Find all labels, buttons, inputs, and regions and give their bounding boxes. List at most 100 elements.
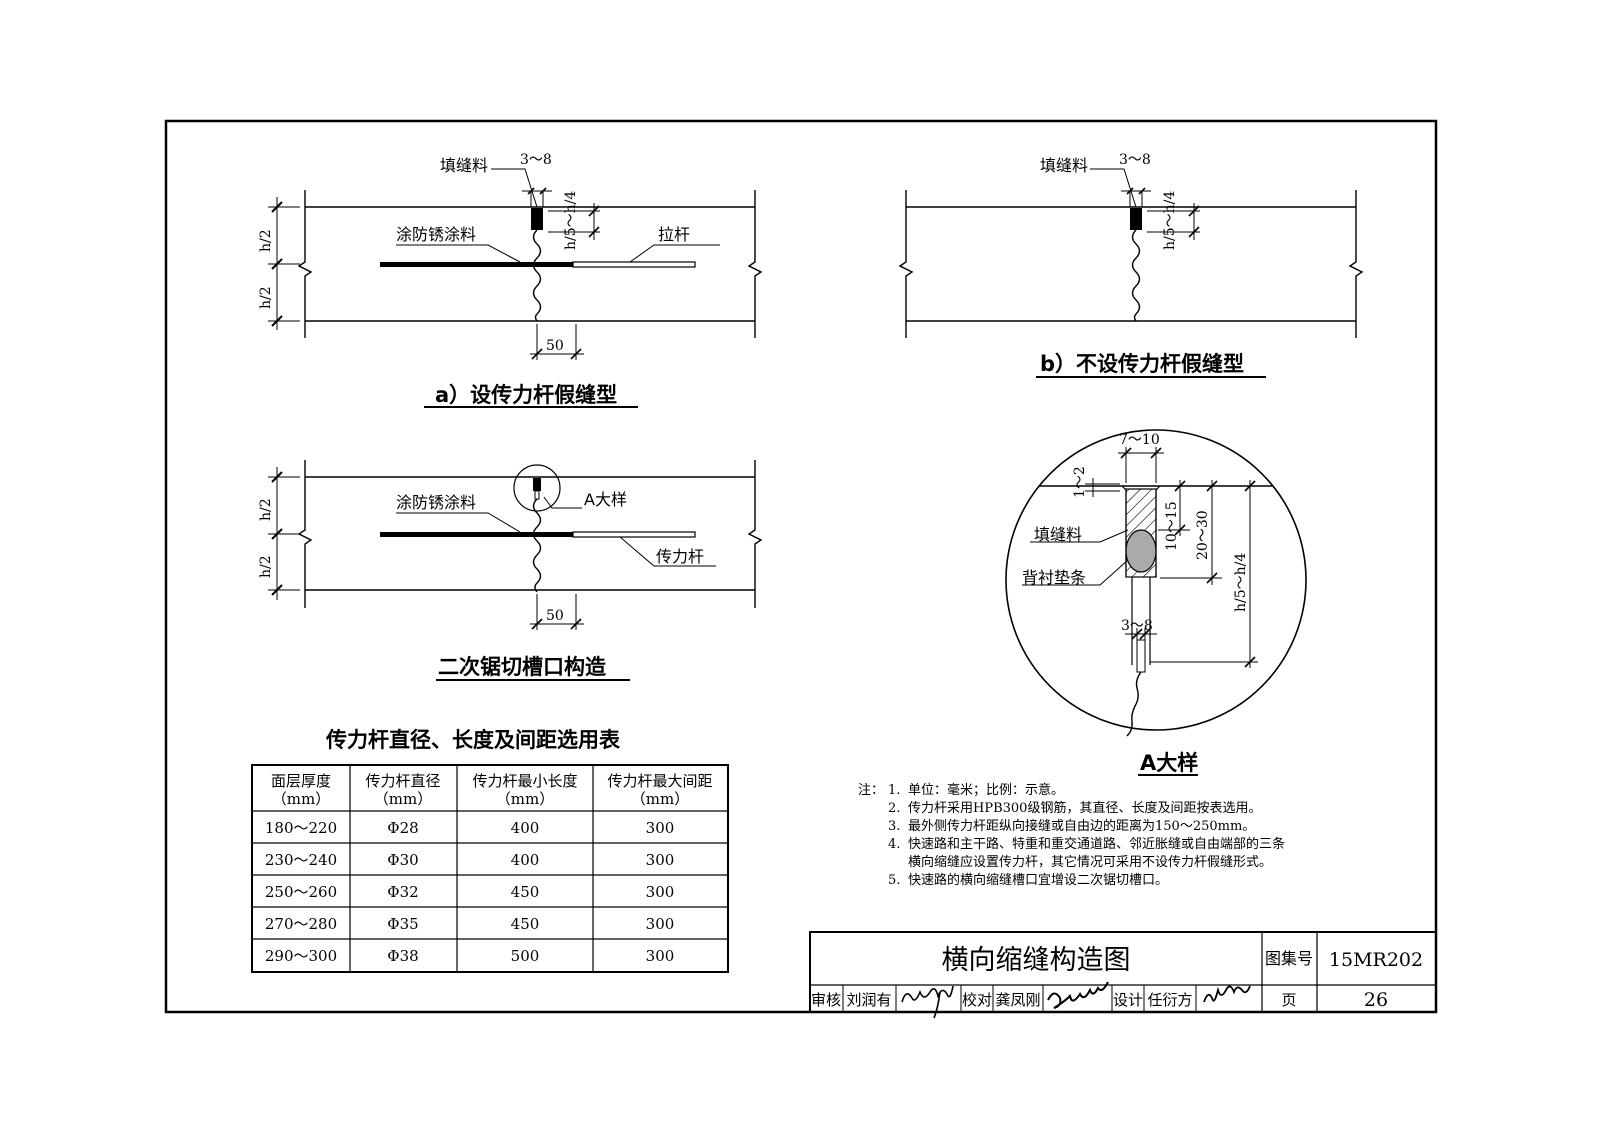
reviewer-signature bbox=[901, 985, 954, 1019]
drawing-a-labels: 填缝料 3～8 h/5～h/4 涂防锈涂料 拉杆 h/2 h/2 50 a）设传… bbox=[258, 152, 690, 407]
filler-label-a: 填缝料 bbox=[440, 156, 488, 175]
backer-label: 背衬垫条 bbox=[1022, 568, 1086, 587]
table-cell: 180～220 bbox=[265, 819, 337, 837]
half-top-label-c: h/2 bbox=[258, 498, 274, 521]
depth-label-a: h/5～h/4 bbox=[563, 191, 579, 250]
designer-signature bbox=[1203, 985, 1251, 1003]
filler-block-b bbox=[1130, 208, 1142, 230]
note-number: 4. bbox=[888, 837, 901, 852]
drawing-b bbox=[898, 168, 1364, 378]
caption-b: b）不设传力杆假缝型 bbox=[1040, 352, 1244, 376]
gap-label-b: 3～8 bbox=[1119, 152, 1151, 168]
table-cell: 400 bbox=[511, 819, 540, 837]
check-label: 校对 bbox=[962, 991, 992, 1009]
table-cell: 290～300 bbox=[265, 947, 337, 965]
th-thickness: 面层厚度 bbox=[271, 772, 331, 790]
drawing-b-labels: 填缝料 3～8 h/5～h/4 b）不设传力杆假缝型 bbox=[1040, 152, 1244, 376]
atlas-label: 图集号 bbox=[1265, 949, 1313, 968]
table-cell: 270～280 bbox=[265, 915, 337, 933]
dowel-bar-c bbox=[572, 531, 696, 538]
reviewer-name: 刘润有 bbox=[846, 991, 891, 1009]
note-item: 2. 传力杆采用HPB300级钢筋，其直径、长度及间距按表选用。 bbox=[858, 800, 1418, 818]
table-cell: 300 bbox=[646, 883, 675, 901]
notes-block: 注： 1. 单位：毫米；比例：示意。 2. 传力杆采用HPB300级钢筋，其直径… bbox=[858, 782, 1418, 890]
drawing-a bbox=[268, 168, 763, 408]
table-cell: 400 bbox=[511, 851, 540, 869]
th-diameter: 传力杆直径 bbox=[365, 772, 440, 790]
coated-bar-a bbox=[380, 262, 573, 267]
table-cell: 230～240 bbox=[265, 851, 337, 869]
filler-block-c bbox=[533, 478, 541, 491]
detail-ref-label: A大样 bbox=[584, 490, 627, 509]
coating-label-a: 涂防锈涂料 bbox=[396, 225, 476, 244]
checker-signature bbox=[1047, 981, 1109, 1009]
note-number: 5. bbox=[888, 873, 901, 888]
table-cell: 450 bbox=[511, 883, 540, 901]
table-cell: 500 bbox=[511, 947, 540, 965]
notes-lead: 注： bbox=[858, 783, 885, 798]
th-spacing: 传力杆最大间距 bbox=[607, 772, 712, 790]
caption-a: a）设传力杆假缝型 bbox=[435, 383, 617, 407]
dim-50-c: 50 bbox=[546, 608, 564, 624]
review-label: 审核 bbox=[811, 991, 841, 1009]
title-block: 横向缩缝构造图 图集号 15MR202 审核 刘润有 校对 龚凤刚 设计 任衍方… bbox=[809, 931, 1437, 1019]
drawing-c bbox=[268, 460, 763, 681]
detail-circle bbox=[1005, 429, 1307, 731]
note-number: 1. bbox=[888, 783, 901, 798]
note-text: 横向缩缝应设置传力杆，其它情况可采用不设传力杆假缝形式。 bbox=[908, 855, 1273, 870]
table-cell: 300 bbox=[646, 947, 675, 965]
chamfer-label: 1～2 bbox=[1072, 466, 1088, 498]
table-cell: Φ30 bbox=[387, 851, 418, 869]
designer-name: 任衍方 bbox=[1147, 991, 1192, 1009]
tie-bar-label-a: 拉杆 bbox=[658, 225, 690, 244]
note-text: 最外侧传力杆距纵向接缝或自由边的距离为150～250mm。 bbox=[908, 819, 1256, 834]
th-thickness-unit: （mm） bbox=[272, 790, 330, 808]
th-length: 传力杆最小长度 bbox=[472, 772, 577, 790]
table-cell: 300 bbox=[646, 851, 675, 869]
note-text: 快速路的横向缩缝槽口宜增设二次锯切槽口。 bbox=[908, 873, 1169, 888]
sheet-border bbox=[164, 119, 1438, 1014]
table-cell: 250～260 bbox=[265, 883, 337, 901]
table-cell: Φ28 bbox=[387, 819, 418, 837]
gap-label-detail: 3～8 bbox=[1121, 618, 1153, 634]
th-length-unit: （mm） bbox=[496, 790, 554, 808]
note-text: 快速路和主干路、特重和重交通道路、邻近胀缝或自由端部的三条 bbox=[908, 837, 1286, 852]
checker-name: 龚凤刚 bbox=[995, 991, 1040, 1009]
caption-c: 二次锯切槽口构造 bbox=[438, 655, 607, 679]
dowel-table: 传力杆直径、长度及间距选用表 面层厚度 （mm） 传力杆直径 （mm） 传力杆最… bbox=[251, 728, 729, 973]
note-item: 4. 快速路和主干路、特重和重交通道路、邻近胀缝或自由端部的三条 bbox=[858, 836, 1418, 854]
th-diameter-unit: （mm） bbox=[374, 790, 432, 808]
design-label: 设计 bbox=[1113, 991, 1143, 1009]
detail-a-labels: 7～10 1～2 填缝料 背衬垫条 10～15 20～30 h/5～h/4 3～… bbox=[1022, 432, 1249, 775]
note-text: 传力杆采用HPB300级钢筋，其直径、长度及间距按表选用。 bbox=[908, 801, 1262, 816]
half-bottom-label-a: h/2 bbox=[258, 286, 274, 309]
dowel-bar-label-c: 传力杆 bbox=[656, 547, 704, 566]
note-item: 3. 最外侧传力杆距纵向接缝或自由边的距离为150～250mm。 bbox=[858, 818, 1418, 836]
drawing-c-labels: 涂防锈涂料 A大样 传力杆 h/2 h/2 50 二次锯切槽口构造 bbox=[258, 490, 704, 679]
table-cell: Φ35 bbox=[387, 915, 418, 933]
note-text: 单位：毫米；比例：示意。 bbox=[908, 783, 1065, 798]
note-item-continued: 横向缩缝应设置传力杆，其它情况可采用不设传力杆假缝形式。 bbox=[858, 854, 1418, 872]
detail-a bbox=[1005, 429, 1307, 776]
th-spacing-unit: （mm） bbox=[631, 790, 689, 808]
depth-label-b: h/5～h/4 bbox=[1162, 191, 1178, 250]
detail-callout-circle bbox=[513, 464, 561, 512]
filler-label-detail: 填缝料 bbox=[1034, 525, 1082, 544]
half-bottom-label-c: h/2 bbox=[258, 555, 274, 578]
note-number: 2. bbox=[888, 801, 901, 816]
filler-label-b: 填缝料 bbox=[1040, 156, 1088, 175]
table-cell: 450 bbox=[511, 915, 540, 933]
coating-label-c: 涂防锈涂料 bbox=[396, 493, 476, 512]
coated-bar-c bbox=[380, 532, 573, 537]
depth-10-15-label: 10～15 bbox=[1164, 501, 1180, 551]
table-title: 传力杆直径、长度及间距选用表 bbox=[325, 728, 621, 752]
caption-detail: A大样 bbox=[1140, 751, 1198, 775]
dim-50-a: 50 bbox=[546, 338, 564, 354]
table-cell: Φ32 bbox=[387, 883, 418, 901]
tie-bar-a bbox=[572, 261, 696, 268]
note-number: 3. bbox=[888, 819, 901, 834]
drawing-title: 横向缩缝构造图 bbox=[942, 945, 1131, 976]
depth-20-30-label: 20～30 bbox=[1195, 510, 1211, 560]
filler-block-a bbox=[531, 208, 543, 230]
